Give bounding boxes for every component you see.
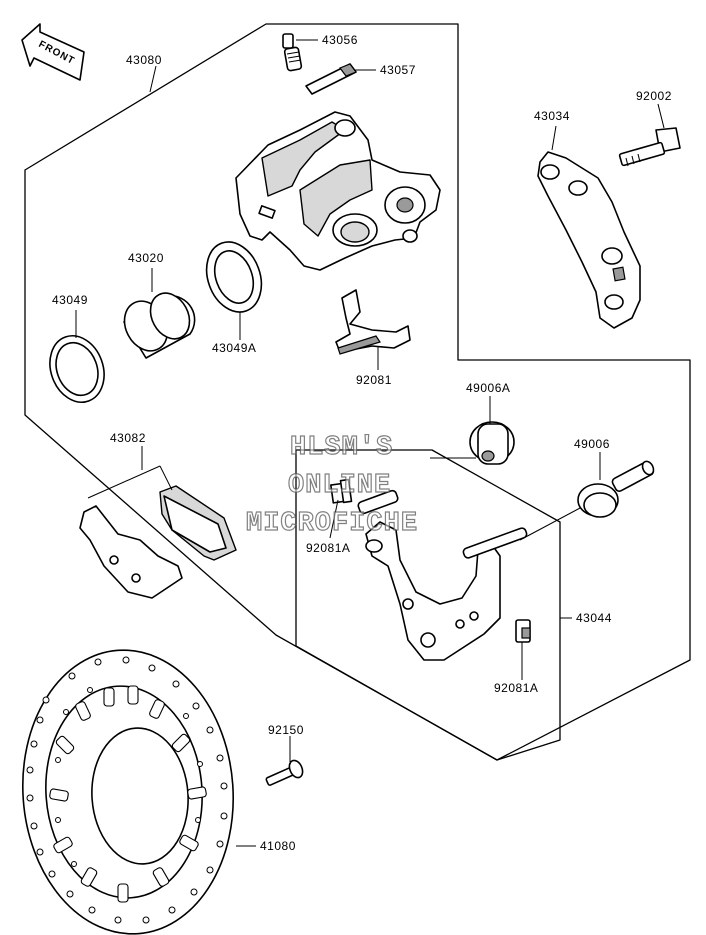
label-92002: 92002 [636,89,672,103]
label-43044: 43044 [576,611,612,625]
bracket-bolt [618,127,681,167]
label-43056: 43056 [322,33,358,47]
label-92150: 92150 [268,723,304,737]
watermark-line-2: ONLINE [288,471,391,501]
caliper-assembly-outline [24,23,691,761]
caliper-body [235,111,441,271]
brake-pads [79,485,237,599]
label-43034: 43034 [534,109,570,123]
pad-spring [335,289,411,355]
piston-seal [205,241,263,313]
label-49006A: 49006A [466,381,510,395]
label-43049: 43049 [52,293,88,307]
label-92081A-upper: 92081A [306,541,350,555]
caliper-piston [123,292,196,359]
watermark-line-1: HLSM'S [290,433,393,463]
label-92081A-lower: 92081A [494,681,538,695]
rubber-boot [469,421,515,465]
slide-pin [577,460,655,518]
label-41080: 41080 [260,839,296,853]
label-43057: 43057 [380,63,416,77]
bleeder-valve [282,33,303,72]
caliper-pin [305,63,357,95]
bracket-assembly-outline [295,449,561,761]
caliper-bracket-arm [537,151,641,329]
pad-clip-upper [330,478,353,504]
mounting-bracket [357,489,528,661]
label-49006: 49006 [574,437,610,451]
watermark: HLSM'S ONLINE MICROFICHE [245,432,418,539]
pad-clip-lower [515,619,531,643]
front-arrow-icon: FRONT [21,23,85,81]
leader-lines [75,39,665,847]
label-43082: 43082 [110,431,146,445]
label-43080: 43080 [126,53,162,67]
label-43049A: 43049A [212,341,256,355]
disc-mounting-bolt [265,759,304,786]
dust-seal [49,335,105,403]
brake-disc [21,649,235,935]
watermark-line-3: MICROFICHE [246,509,418,539]
label-43020: 43020 [128,251,164,265]
label-92081: 92081 [356,373,392,387]
